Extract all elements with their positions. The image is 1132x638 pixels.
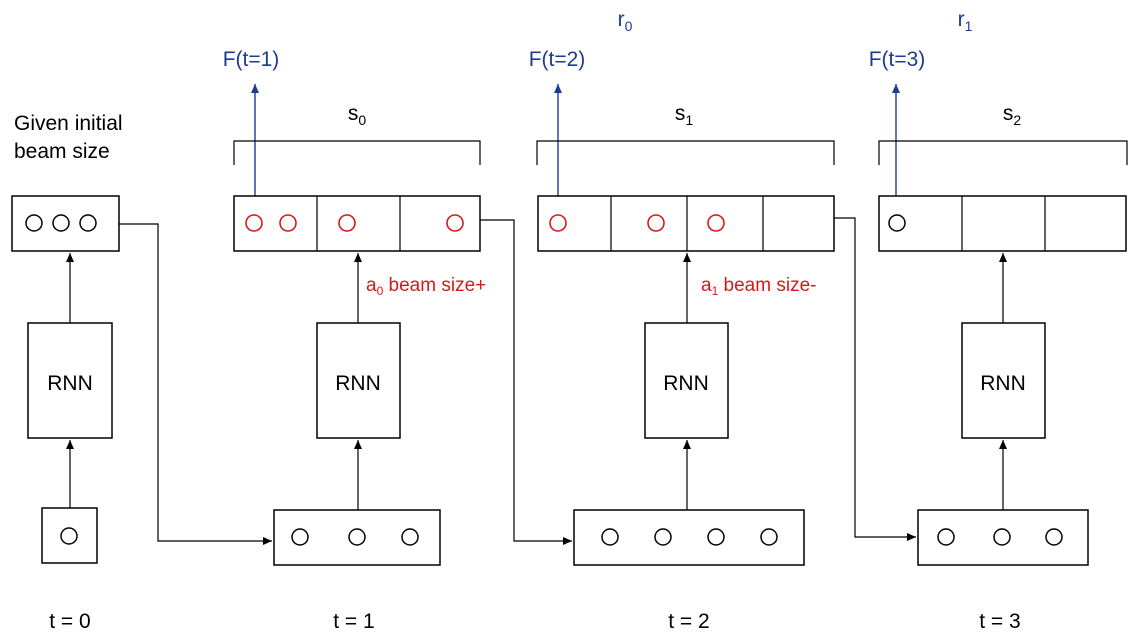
timestep-label-t3: t = 3 xyxy=(979,610,1020,633)
rnn-block-t1: RNN xyxy=(316,322,401,439)
beam-slot xyxy=(52,214,70,232)
connector-t2-to-t3 xyxy=(834,217,916,541)
input-box-t1 xyxy=(273,509,441,566)
rnn-block-t0: RNN xyxy=(27,322,113,439)
beam-box-t3 xyxy=(878,195,1127,252)
connector-t0-to-t1 xyxy=(119,223,272,545)
state-bracket-s2 xyxy=(878,140,1128,165)
input-token xyxy=(654,528,672,546)
state-label-s2: s2 xyxy=(1003,102,1022,128)
score-label-t2: F(t=2) xyxy=(529,48,586,71)
beam-slot xyxy=(25,214,43,232)
candidate-hyp xyxy=(279,214,297,232)
timestep-label-t2: t = 2 xyxy=(668,610,709,633)
input-token xyxy=(937,528,955,546)
state-label-s0: s0 xyxy=(348,102,367,128)
candidate-hyp xyxy=(549,214,567,232)
rnn-block-t3: RNN xyxy=(961,322,1046,439)
input-box-t3 xyxy=(917,509,1089,566)
initial-note-line2: beam size xyxy=(14,140,110,163)
reward-label-r1: r1 xyxy=(958,8,973,34)
beam-box-t2 xyxy=(537,195,835,252)
rnn-label: RNN xyxy=(335,372,381,395)
input-token xyxy=(60,527,78,545)
input-box-t2 xyxy=(573,509,805,566)
score-label-t3: F(t=3) xyxy=(869,48,926,71)
connector-t1-to-t2 xyxy=(480,219,572,545)
candidate-hyp xyxy=(446,214,464,232)
candidate-hyp xyxy=(707,214,725,232)
state-bracket-s0 xyxy=(233,140,481,165)
candidate-hyp xyxy=(338,214,356,232)
timestep-label-t0: t = 0 xyxy=(49,610,90,633)
input-token xyxy=(1045,528,1063,546)
timestep-label-t1: t = 1 xyxy=(333,610,374,633)
action-label-a1: a1 beam size- xyxy=(701,275,816,298)
rnn-label: RNN xyxy=(47,372,93,395)
input-token xyxy=(601,528,619,546)
input-token xyxy=(401,528,419,546)
rnn-label: RNN xyxy=(663,372,709,395)
selected-hyp xyxy=(888,214,906,232)
input-token xyxy=(707,528,725,546)
input-token xyxy=(291,528,309,546)
beam-box-t1 xyxy=(233,195,481,252)
input-box-t0 xyxy=(41,507,98,564)
input-token xyxy=(760,528,778,546)
input-token xyxy=(348,528,366,546)
initial-beam-box xyxy=(11,195,120,252)
state-bracket-s1 xyxy=(536,140,835,165)
state-label-s1: s1 xyxy=(675,102,694,128)
beam-slot xyxy=(79,214,97,232)
action-label-a0: a0 beam size+ xyxy=(366,275,486,298)
input-token xyxy=(993,528,1011,546)
candidate-hyp xyxy=(245,214,263,232)
initial-note-line1: Given initial xyxy=(14,112,123,135)
candidate-hyp xyxy=(647,214,665,232)
rnn-label: RNN xyxy=(980,372,1026,395)
rnn-block-t2: RNN xyxy=(644,322,729,439)
score-label-t1: F(t=1) xyxy=(223,48,280,71)
reward-label-r0: r0 xyxy=(618,8,633,34)
